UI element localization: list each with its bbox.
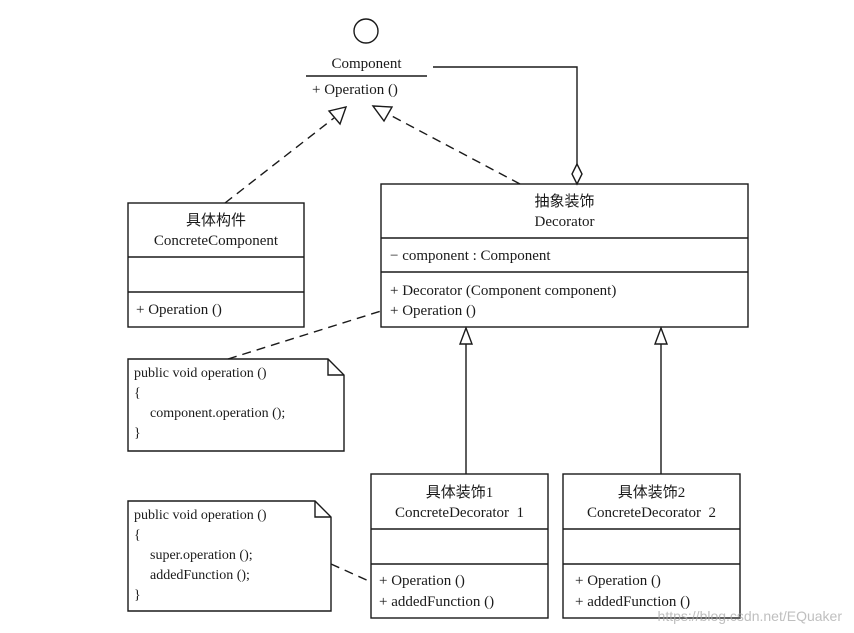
concrete-decorator-2-title-en: ConcreteDecorator 2 — [586, 505, 717, 521]
concrete-decorator-2-title-cn: 具体装饰2 — [617, 485, 686, 501]
aggregation-line — [433, 66, 578, 164]
interface-name: Component — [331, 56, 402, 72]
concrete-decorator-2-operation: + Operation () — [575, 573, 661, 589]
decorator-box — [380, 183, 749, 328]
watermark: https://blog.csdn.net/EQuaker — [657, 608, 842, 624]
note-decorator-line-2: { — [134, 386, 141, 401]
note-concrete-decorator-line-5: } — [134, 588, 141, 603]
decorator-attribute: − component : Component — [390, 248, 551, 264]
concrete-component-operation: + Operation () — [136, 302, 222, 318]
interface-operation: + Operation () — [312, 82, 398, 98]
concrete-component-title-cn: 具体构件 — [185, 213, 246, 229]
concrete-decorator-1-title-en: ConcreteDecorator 1 — [394, 505, 525, 521]
note-anchor-decorator — [227, 310, 382, 360]
concrete-component-title-en: ConcreteComponent — [153, 233, 279, 249]
inheritance-arrow-1-icon — [458, 326, 474, 345]
concrete-decorator-1-box — [370, 473, 549, 619]
concrete-component-box — [127, 202, 305, 328]
note-concrete-decorator-line-2: { — [134, 528, 141, 543]
concrete-decorator-2-box — [562, 473, 741, 619]
realization-line-concrete-component — [224, 117, 335, 204]
inheritance-arrow-2-icon — [653, 326, 669, 345]
realization-line-decorator — [387, 113, 521, 185]
note-decorator-line-1: public void operation () — [134, 366, 267, 381]
aggregation-diamond-icon — [571, 162, 583, 186]
note-decorator-line-3: component.operation (); — [150, 406, 286, 421]
decorator-constructor: + Decorator (Component component) — [390, 283, 617, 299]
decorator-title-cn: 抽象装饰 — [534, 194, 595, 210]
decorator-operation: + Operation () — [390, 303, 476, 319]
realization-arrow-2-icon — [371, 105, 394, 123]
realization-arrow-1-icon — [327, 106, 348, 126]
concrete-decorator-2-added-function: + addedFunction () — [575, 594, 691, 610]
note-decorator-line-4: } — [134, 426, 141, 441]
note-anchor-concrete-decorator — [330, 563, 372, 583]
concrete-decorator-1-title-cn: 具体装饰1 — [425, 485, 494, 501]
interface-circle-icon — [353, 18, 379, 44]
note-concrete-decorator-line-4: addedFunction (); — [150, 568, 250, 583]
decorator-title-en: Decorator — [534, 214, 595, 230]
note-concrete-decorator-line-1: public void operation () — [134, 508, 267, 523]
note-decorator-shape — [127, 358, 345, 452]
note-concrete-decorator-line-3: super.operation (); — [150, 548, 253, 563]
concrete-decorator-1-added-function: + addedFunction () — [379, 594, 495, 610]
concrete-decorator-1-operation: + Operation () — [379, 573, 465, 589]
